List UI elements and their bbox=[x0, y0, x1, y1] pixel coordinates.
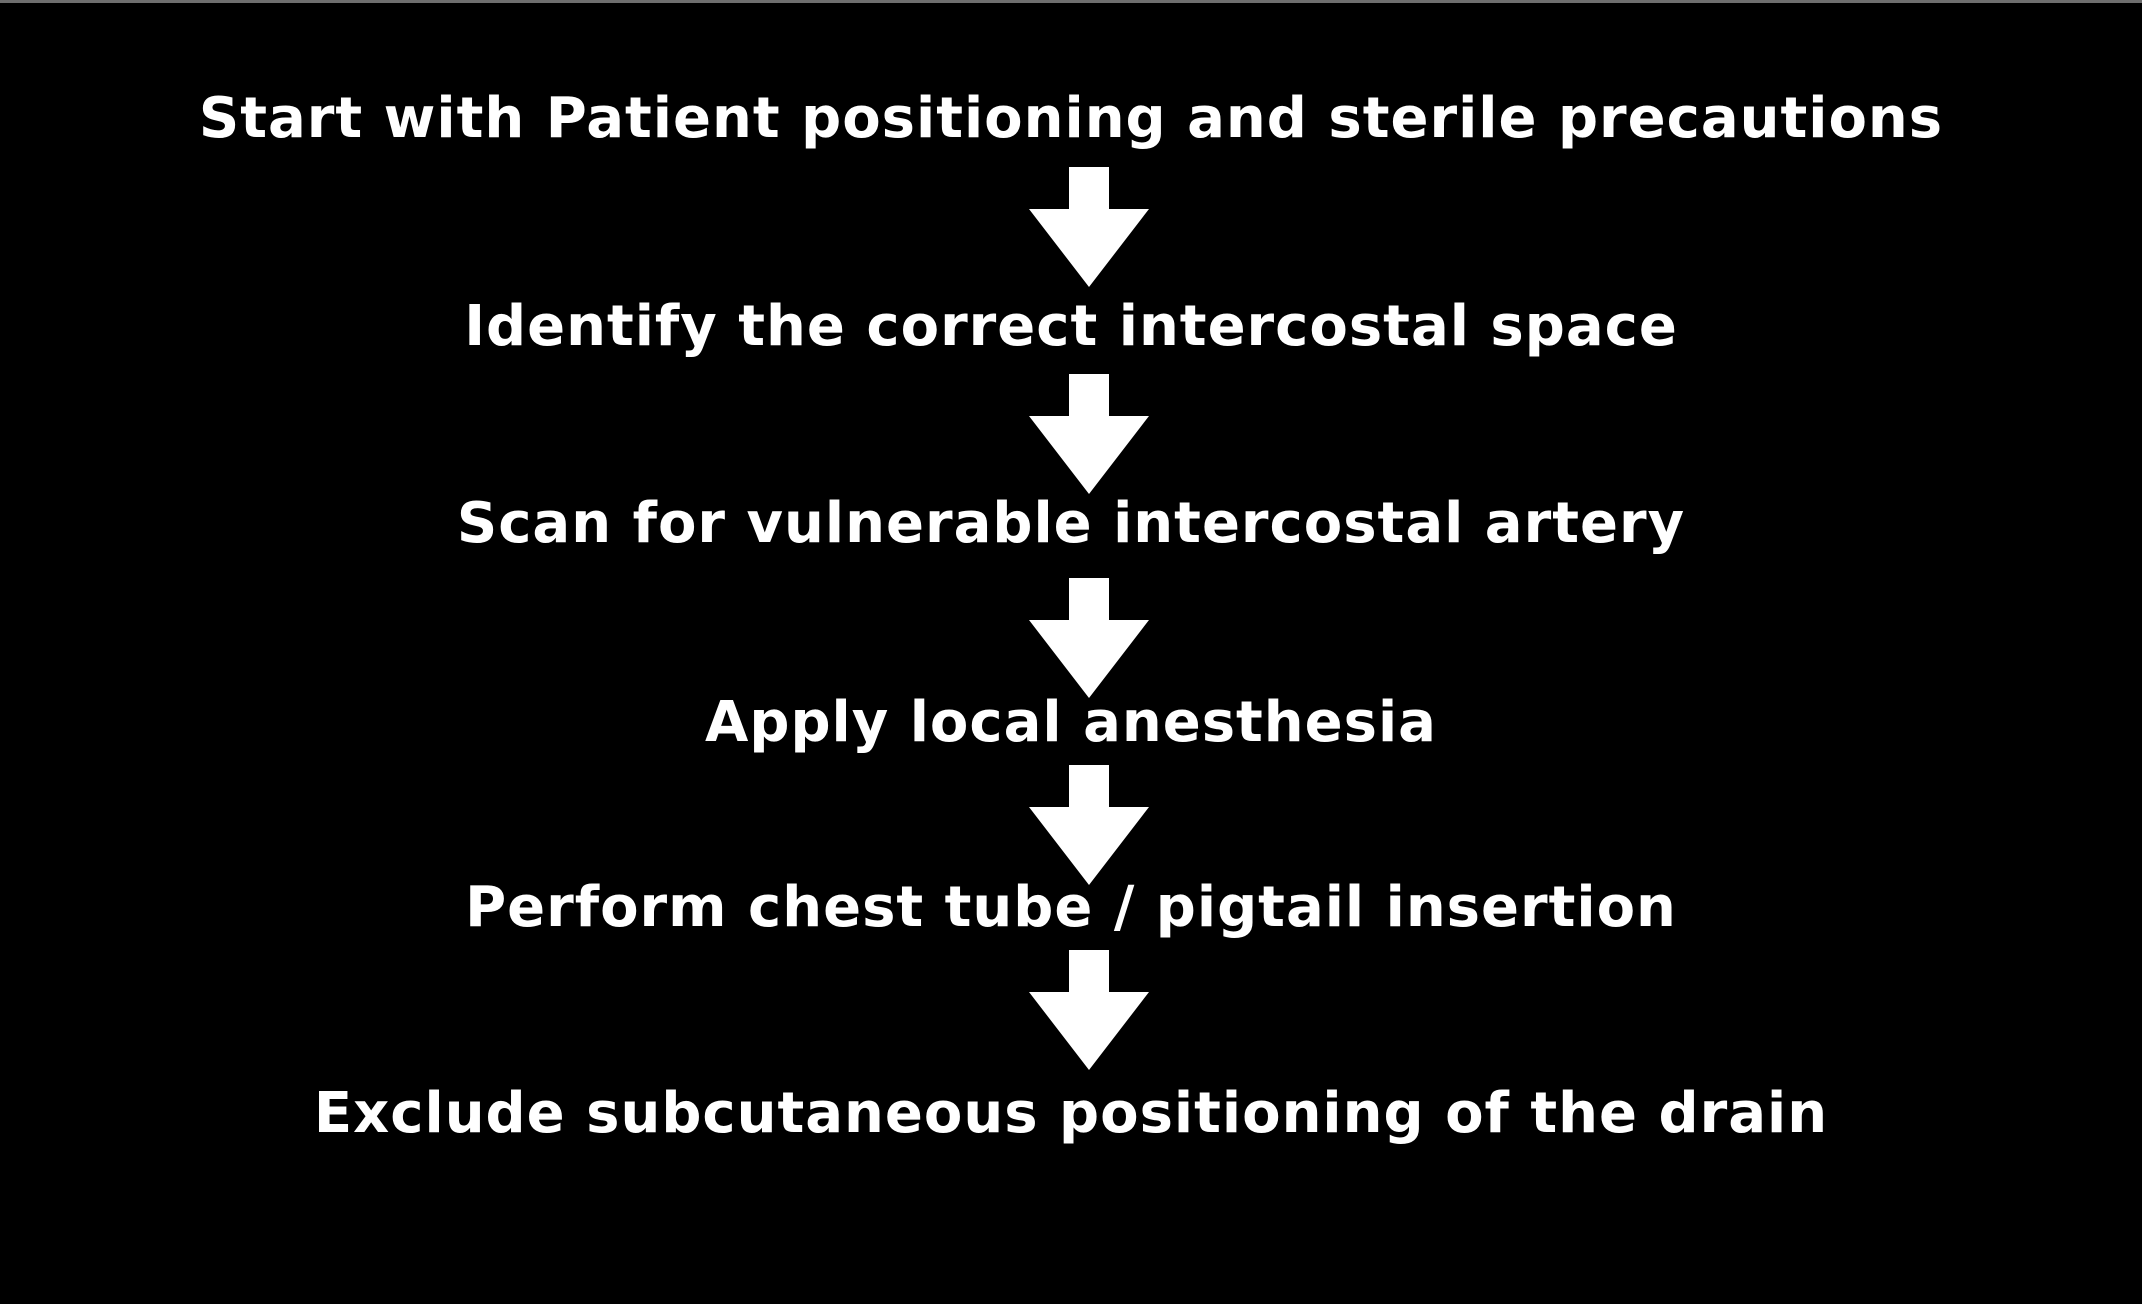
slide-top-border bbox=[0, 0, 2142, 3]
arrow-down-icon bbox=[1029, 167, 1149, 287]
step-2-identify-space: Identify the correct intercostal space bbox=[464, 294, 1678, 359]
arrow-down-icon bbox=[1029, 950, 1149, 1070]
arrow-down-icon bbox=[1029, 765, 1149, 885]
arrow-down-icon bbox=[1029, 374, 1149, 494]
step-4-anesthesia: Apply local anesthesia bbox=[705, 690, 1437, 755]
step-6-exclude-subcutaneous: Exclude subcutaneous positioning of the … bbox=[313, 1081, 1829, 1146]
arrow-down-icon bbox=[1029, 578, 1149, 698]
step-5-insertion: Perform chest tube / pigtail insertion bbox=[465, 875, 1677, 940]
step-1-positioning: Start with Patient positioning and steri… bbox=[198, 86, 1944, 151]
step-3-scan-artery: Scan for vulnerable intercostal artery bbox=[456, 491, 1686, 556]
